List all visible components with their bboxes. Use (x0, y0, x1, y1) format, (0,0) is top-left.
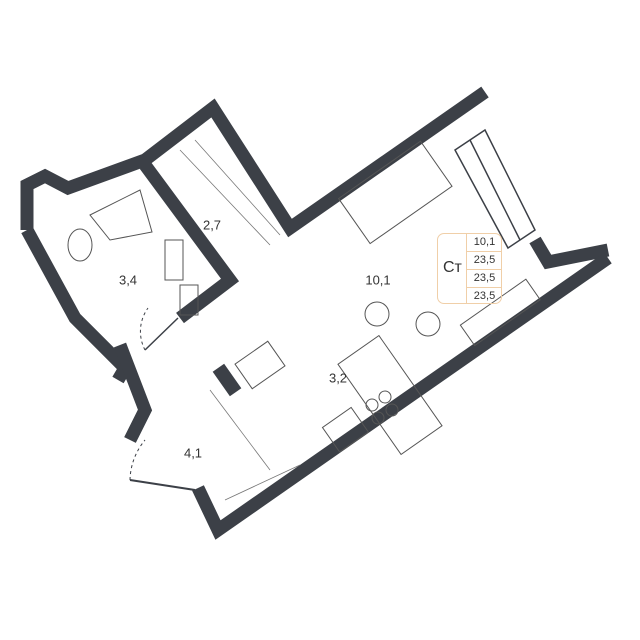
room-area-kitchen: 3,2 (328, 370, 348, 386)
apartment-type: Ст (443, 259, 462, 276)
window (454, 128, 536, 250)
wall-right (529, 236, 610, 270)
room-area-living: 10,1 (365, 272, 391, 288)
legend-area-3: 23,5 (473, 290, 496, 302)
wall-hall-left (113, 342, 153, 443)
room-area-hall: 4,1 (183, 445, 203, 461)
door-bath (139, 307, 179, 351)
wall-bottom-right (192, 252, 612, 540)
room-area-bathroom: 3,4 (118, 272, 138, 288)
column (212, 363, 242, 397)
legend-living-area: 10,1 (467, 234, 502, 252)
area-legend: Ст 10,1 23,5 23,5 23,5 (437, 233, 502, 304)
wall-top-left (20, 86, 489, 238)
furniture (67, 140, 541, 456)
wall-bath-right (139, 161, 240, 324)
room-area-storage: 2,7 (202, 217, 222, 233)
door-entry (129, 439, 196, 491)
wall-left (21, 226, 134, 384)
legend-total-area: 23,5 (467, 252, 502, 270)
shelving-hatch (179, 139, 301, 501)
legend-area-2: 23,5 (467, 270, 502, 288)
